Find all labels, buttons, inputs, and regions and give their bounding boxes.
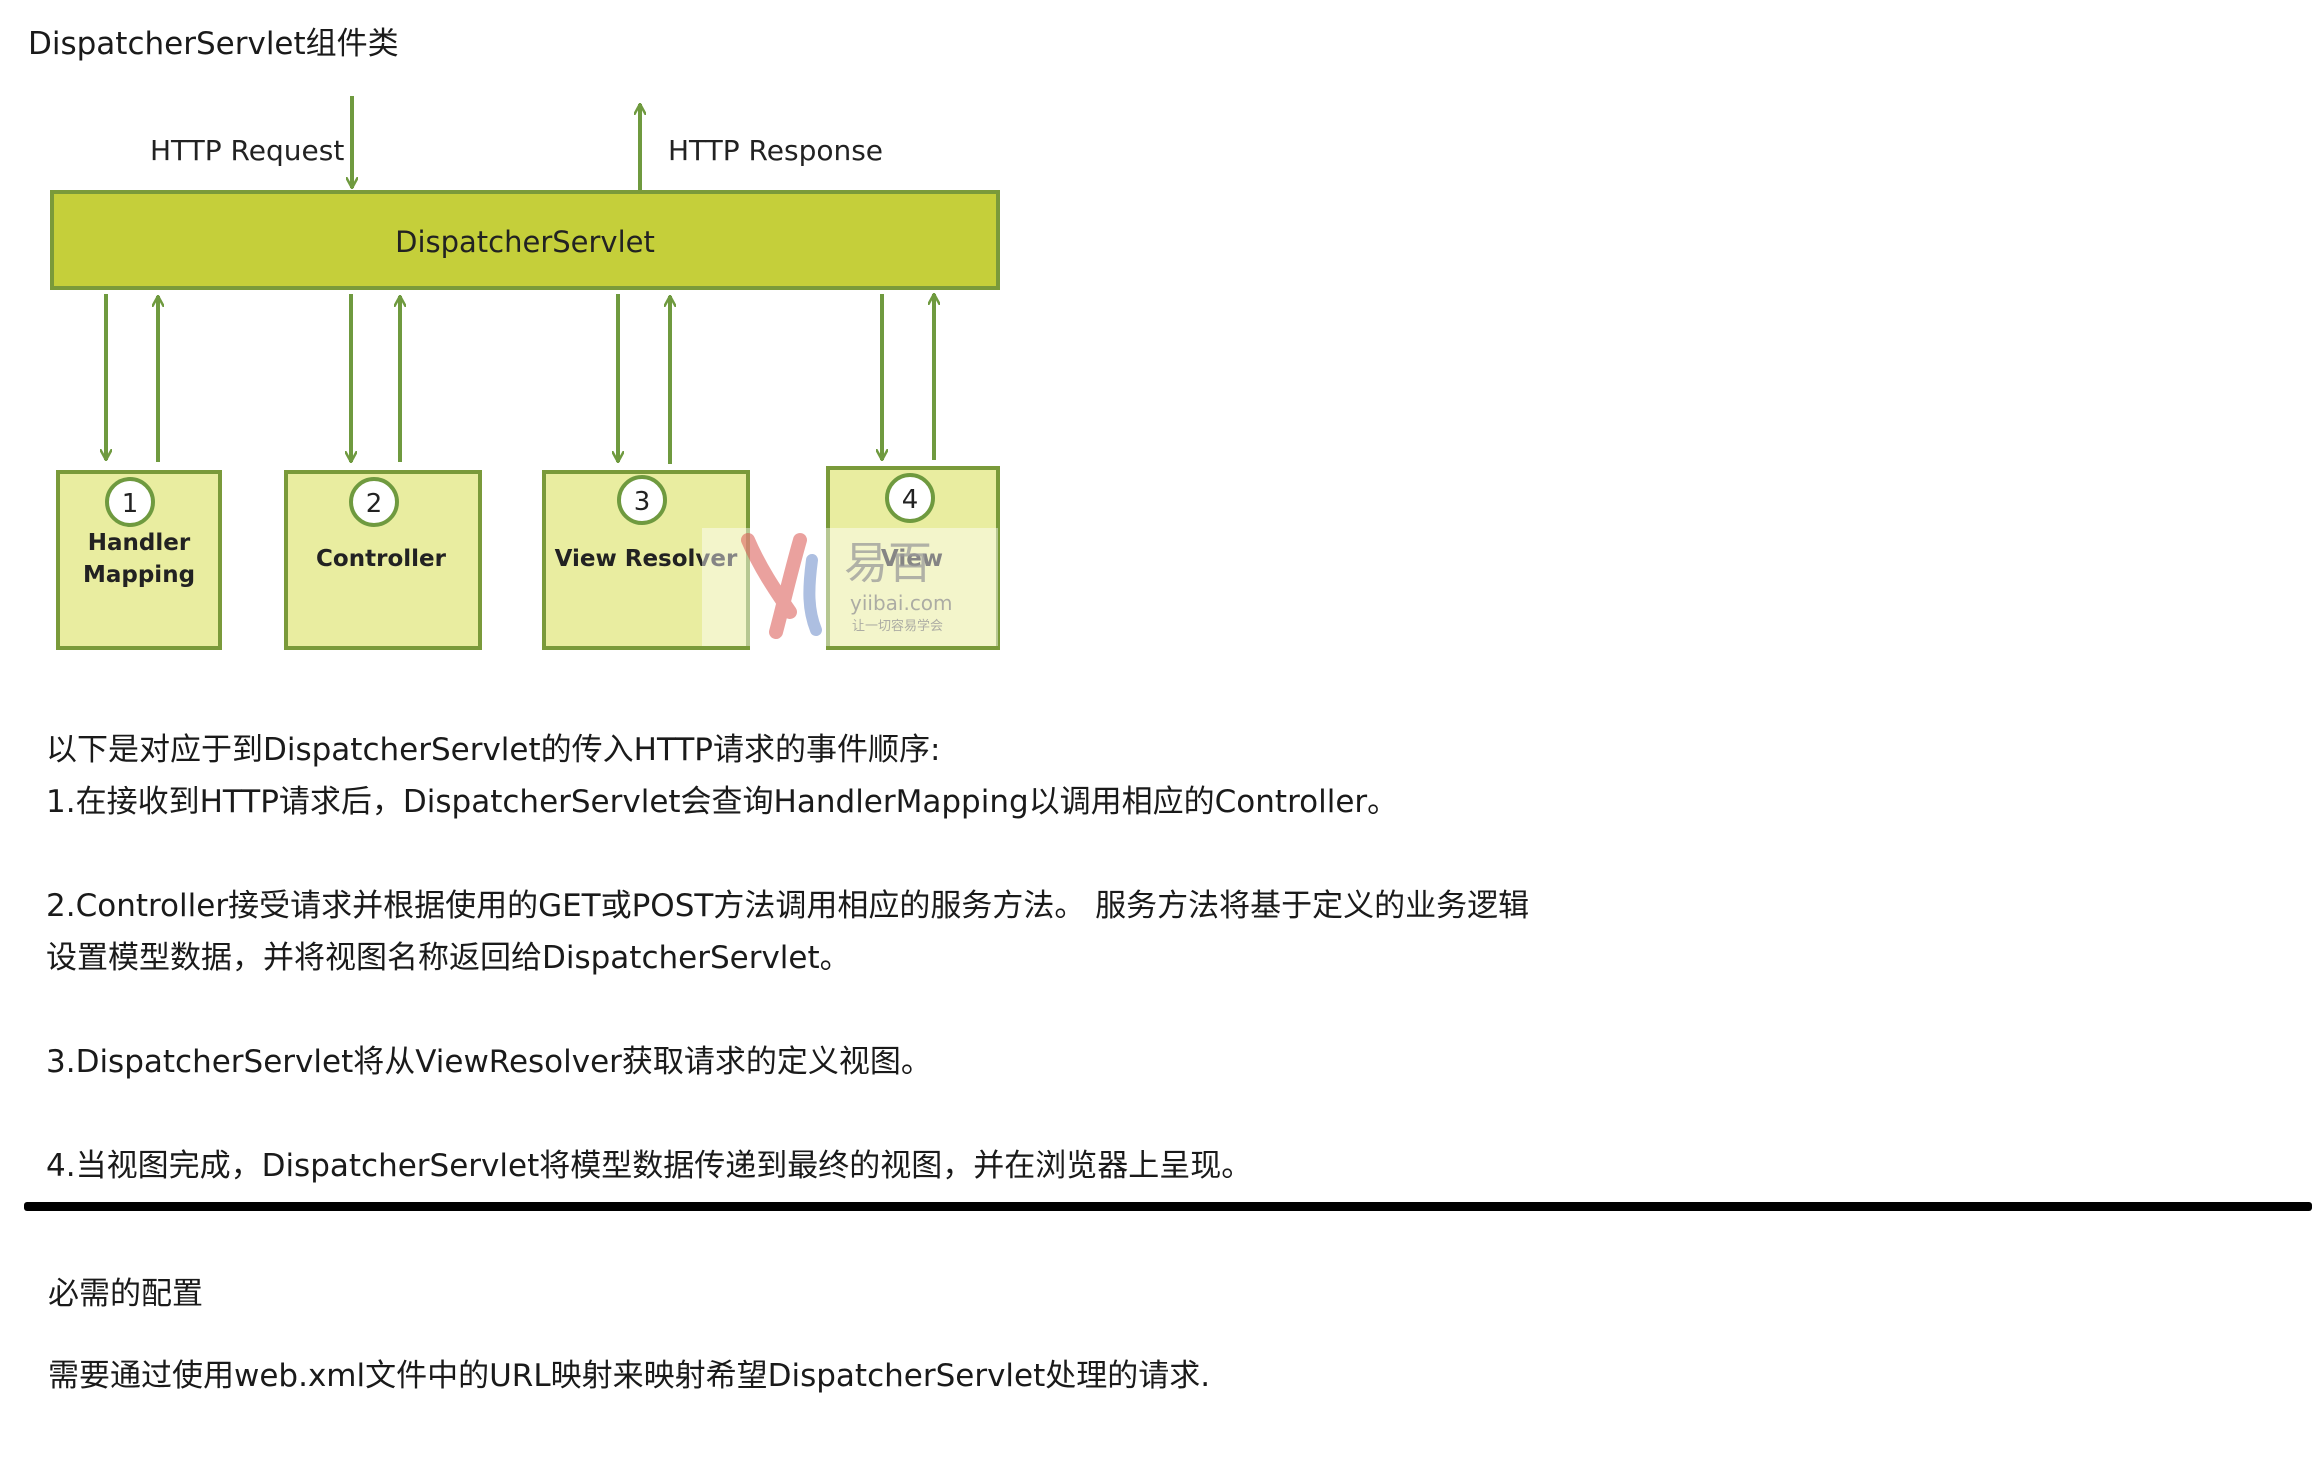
component-controller: 2 Controller: [284, 470, 482, 650]
step-4-paragraph: 4.当视图完成，DispatcherServlet将模型数据传递到最终的视图，并…: [46, 1148, 1253, 1184]
component-label-line1: Handler: [88, 530, 191, 556]
step-number-2: 2: [366, 489, 383, 519]
http-request-label: HTTP Request: [150, 134, 344, 167]
component-view: 4 View: [826, 466, 1000, 650]
dispatcher-servlet-label: DispatcherServlet: [395, 225, 655, 259]
watermark-url: yiibai.com: [850, 591, 953, 615]
config-paragraph: 需要通过使用web.xml文件中的URL映射来映射希望DispatcherSer…: [48, 1358, 1211, 1394]
watermark-slogan: 让一切容易学会: [852, 618, 943, 634]
step-number-1: 1: [122, 489, 139, 519]
component-label-line1: View: [881, 546, 943, 572]
intro-paragraph: 以下是对应于到DispatcherServlet的传入HTTP请求的事件顺序:: [46, 732, 941, 768]
step-2-paragraph: 2.Controller接受请求并根据使用的GET或POST方法调用相应的服务方…: [46, 888, 1530, 924]
http-response-label: HTTP Response: [668, 134, 883, 167]
step-1-paragraph: 1.在接收到HTTP请求后，DispatcherServlet会查询Handle…: [46, 784, 1399, 820]
yiibai-logo-icon: [741, 533, 807, 639]
component-view-resolver: 3 View Resolver: [542, 470, 750, 650]
step-3-paragraph: 3.DispatcherServlet将从ViewResolver获取请求的定义…: [46, 1044, 932, 1080]
page-title: DispatcherServlet组件类: [28, 26, 399, 62]
dispatcher-servlet-bar: [50, 190, 1000, 290]
config-heading: 必需的配置: [48, 1276, 203, 1312]
component-label-line1: Controller: [316, 546, 447, 572]
yiibai-watermark: 易百 yiibai.com 让一切容易学会: [702, 528, 998, 646]
step-2-paragraph-cont: 设置模型数据，并将视图名称返回给DispatcherServlet。: [46, 940, 851, 976]
horizontal-divider: [24, 1202, 2312, 1211]
step-number-4: 4: [902, 485, 919, 515]
watermark-brand: 易百: [844, 538, 932, 589]
dispatcher-servlet-diagram: HTTP Request HTTP Response DispatcherSer…: [50, 96, 1000, 650]
component-label-line2: Mapping: [83, 562, 195, 588]
component-label-line1: View Resolver: [555, 546, 738, 572]
component-handler-mapping: 1 Handler Mapping: [56, 470, 222, 650]
step-number-3: 3: [634, 487, 651, 517]
